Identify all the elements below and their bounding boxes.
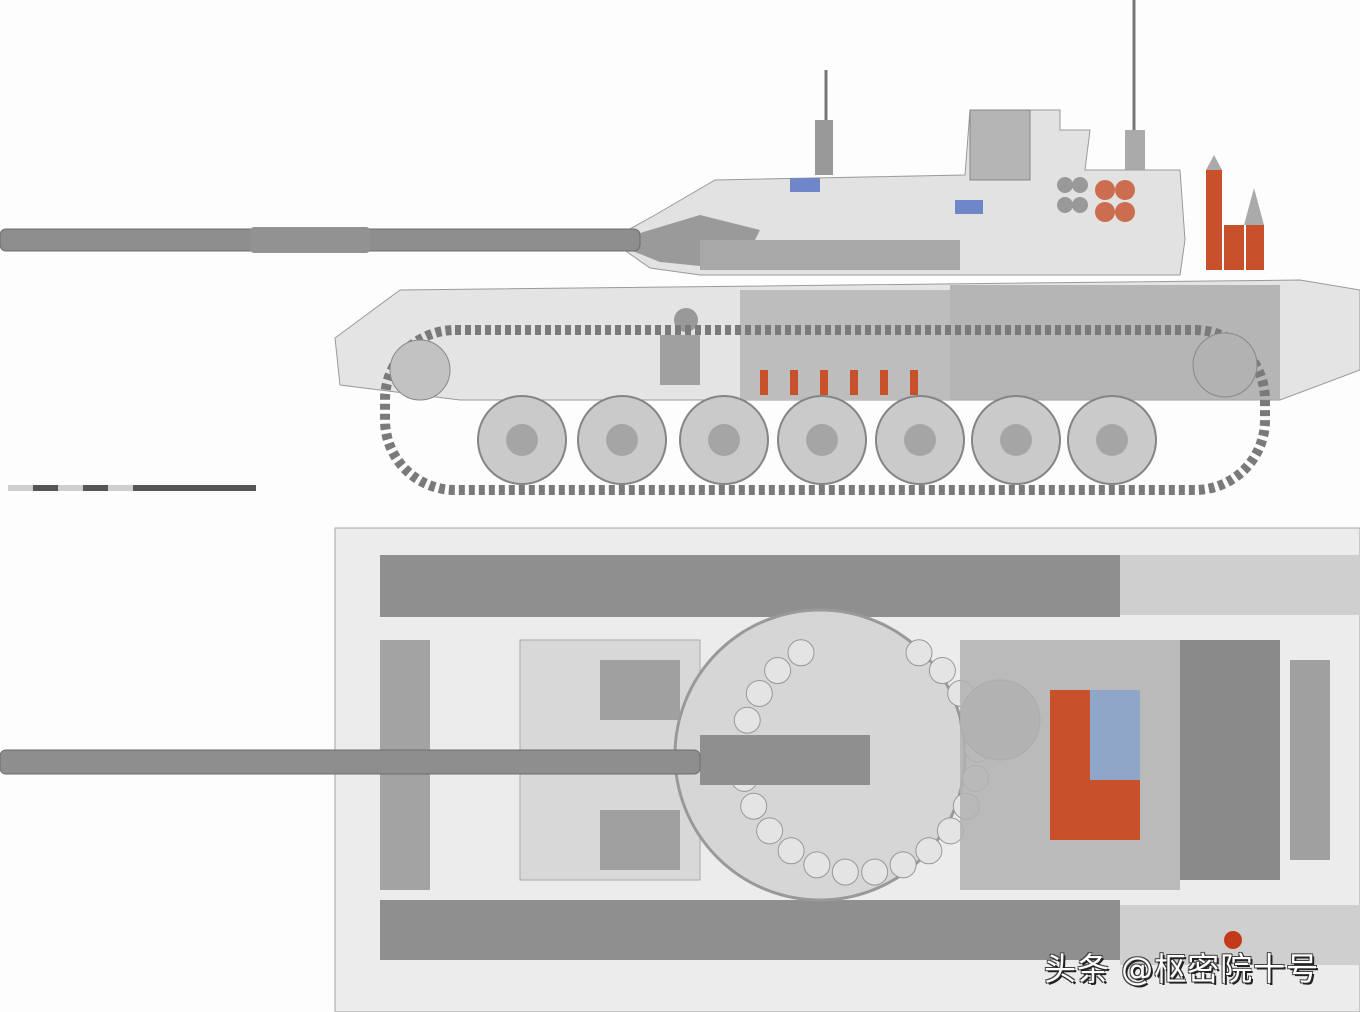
scale-bar-segment — [108, 485, 133, 491]
wheel-hub — [806, 424, 838, 456]
autoloader-round — [740, 792, 768, 820]
crew-figures-top — [600, 660, 680, 870]
engine-block-top — [1180, 640, 1280, 880]
autoloader-round — [764, 657, 792, 685]
wheel-hub — [1000, 424, 1032, 456]
commander-sight — [969, 109, 1031, 181]
autoloader-round — [915, 837, 943, 865]
wheel-hub — [506, 424, 538, 456]
autoloader-round — [861, 858, 889, 886]
fender-left — [1120, 555, 1360, 615]
autoloader-round — [905, 639, 933, 667]
autoloader-round — [831, 858, 859, 886]
transmission — [1290, 660, 1330, 860]
watermark: 头条 @枢密院十号 — [1044, 950, 1320, 988]
scale-bar — [8, 485, 256, 491]
track-left — [380, 555, 1120, 617]
optic-blue — [790, 178, 820, 192]
autoloader-round — [936, 817, 964, 845]
drive-sprocket — [1192, 332, 1258, 398]
autoloader-round — [803, 851, 831, 879]
scale-bar-segment — [83, 485, 108, 491]
carousel-rounds — [760, 370, 918, 395]
autoloader-round — [889, 851, 917, 879]
bustle-ammo — [1050, 690, 1140, 840]
separate-ammo-round — [1206, 155, 1264, 270]
gun-barrel-top — [0, 749, 701, 775]
top-view — [0, 527, 1360, 1012]
autoloader-round — [777, 837, 805, 865]
gun-bore-evacuator — [250, 227, 370, 253]
side-view — [0, 0, 1360, 495]
scale-bar-segment — [158, 485, 256, 491]
track-loop — [380, 325, 1270, 495]
scale-bar-segment — [133, 485, 158, 491]
wheel-hub — [606, 424, 638, 456]
autoloader-round — [745, 679, 773, 707]
road-wheels — [477, 395, 1157, 485]
wheel-hub — [708, 424, 740, 456]
scale-bar-segment — [8, 485, 33, 491]
turret-internals — [700, 240, 960, 270]
gun-breech — [700, 735, 870, 785]
optic-blue-2 — [955, 200, 983, 214]
scale-bar-segment — [33, 485, 58, 491]
track-right — [380, 900, 1120, 960]
autoloader-round — [733, 706, 761, 734]
wheel-hub — [1096, 424, 1128, 456]
scale-bar-segment — [58, 485, 83, 491]
antenna-base — [1125, 130, 1145, 170]
sight-mast — [815, 120, 833, 175]
red-marker — [1224, 931, 1242, 949]
wheel-hub — [904, 424, 936, 456]
ammo-carousel — [740, 290, 950, 400]
autoloader-round — [787, 639, 815, 667]
ready-ammo-rack — [1057, 177, 1135, 222]
idler-wheel — [389, 339, 451, 401]
crew-seat — [660, 335, 700, 385]
autoloader-round — [756, 817, 784, 845]
autoloader-round — [928, 657, 956, 685]
